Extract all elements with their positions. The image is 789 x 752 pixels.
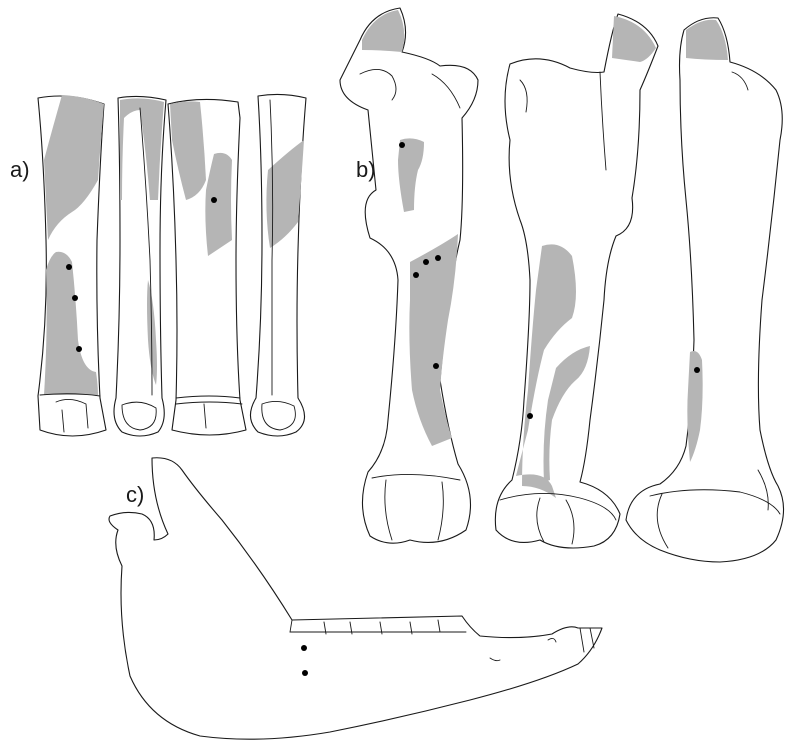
mark-dot <box>72 295 78 301</box>
mark-dot <box>302 670 308 676</box>
metapodial-view-3 <box>168 99 246 435</box>
mark-dot <box>76 346 82 352</box>
damage-shading <box>362 10 404 52</box>
mark-dot <box>399 142 405 148</box>
mark-dot <box>694 367 700 373</box>
mark-dot <box>527 413 533 419</box>
mark-dot <box>413 272 419 278</box>
metapodial-view-1 <box>38 95 106 436</box>
mark-dot <box>433 363 439 369</box>
mark-dot <box>435 255 441 261</box>
mark-dot <box>211 197 217 203</box>
long-bone-view-3 <box>626 18 784 562</box>
mark-dot <box>301 645 307 651</box>
panel-label-b: b) <box>356 159 376 181</box>
mark-dot <box>66 264 72 270</box>
metapodial-view-4 <box>250 94 306 436</box>
mark-dot <box>423 259 429 265</box>
metapodial-view-2 <box>114 96 166 436</box>
long-bone-view-2 <box>495 14 658 548</box>
panel-label-c: c) <box>126 484 144 506</box>
panel-label-a: a) <box>10 159 30 181</box>
panel-a-metapodial-views <box>38 94 306 436</box>
panel-b-long-bone-views <box>340 8 784 562</box>
long-bone-view-1 <box>340 8 478 543</box>
